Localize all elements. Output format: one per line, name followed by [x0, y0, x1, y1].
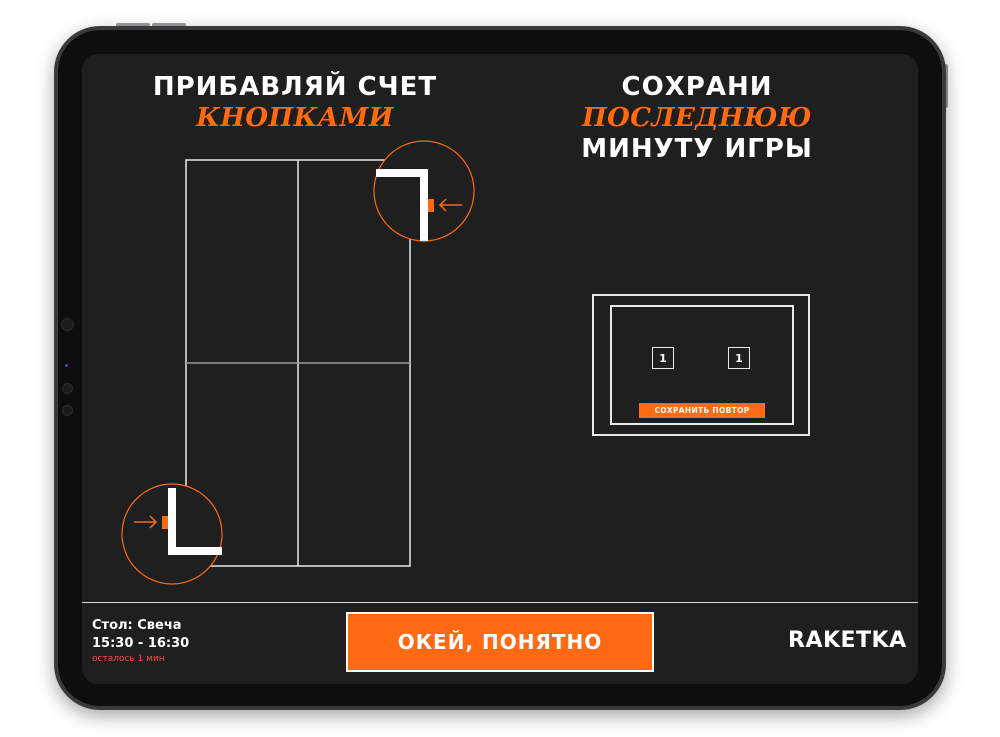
right-instruction-title: СОХРАНИ ПОСЛЕДНЮЮ МИНУТУ ИГРЫ [512, 72, 882, 165]
camera-indicator [65, 364, 68, 367]
left-title-accent: КНОПКАМИ [196, 103, 394, 133]
camera-sensor-secondary [62, 405, 73, 416]
arrow-left-icon [438, 198, 462, 212]
left-title-line: ПРИБАВЛЯЙ СЧЕТ [152, 72, 438, 102]
arrow-right-icon [134, 515, 158, 529]
save-replay-button[interactable]: СОХРАНИТЬ ПОВТОР [639, 403, 765, 418]
top-score-button [428, 199, 434, 212]
bottom-table-corner [168, 488, 222, 555]
table-time-range: 15:30 - 16:30 [92, 636, 190, 651]
table-outline [185, 159, 411, 567]
camera-lens [61, 318, 74, 331]
right-title-prefix: СОХРАНИ [621, 72, 773, 102]
top-table-corner [376, 169, 428, 241]
camera-sensor [62, 383, 73, 394]
footer-divider [82, 602, 918, 603]
top-corner-callout [373, 140, 475, 242]
raketka-logo: RAKETKA [788, 628, 907, 653]
table-tennis-diagram [121, 140, 475, 585]
right-title-line2: МИНУТУ ИГРЫ [581, 134, 813, 164]
app-screen: ПРИБАВЛЯЙ СЧЕТ КНОПКАМИ СОХРАНИ ПОСЛЕДНЮ… [82, 54, 918, 684]
right-player-score: 1 [728, 347, 750, 369]
time-remaining-label: осталось 1 мин [92, 654, 165, 664]
scoreboard-inner-frame: 1 1 СОХРАНИТЬ ПОВТОР [610, 305, 794, 425]
scoreboard-preview: 1 1 СОХРАНИТЬ ПОВТОР [592, 294, 810, 436]
left-instruction-title: ПРИБАВЛЯЙ СЧЕТ КНОПКАМИ [130, 72, 460, 134]
right-title-line1: СОХРАНИ ПОСЛЕДНЮЮ [512, 72, 882, 134]
power-hardware-button [944, 64, 948, 108]
volume-up-hardware-button [116, 23, 150, 27]
bottom-corner-callout [121, 483, 223, 585]
volume-down-hardware-button [152, 23, 186, 27]
ok-understood-button[interactable]: ОКЕЙ, ПОНЯТНО [346, 612, 654, 672]
table-name-label: Стол: Свеча [92, 618, 182, 633]
left-player-score: 1 [652, 347, 674, 369]
bottom-score-button [162, 516, 168, 529]
right-title-accent: ПОСЛЕДНЮЮ [582, 103, 812, 133]
